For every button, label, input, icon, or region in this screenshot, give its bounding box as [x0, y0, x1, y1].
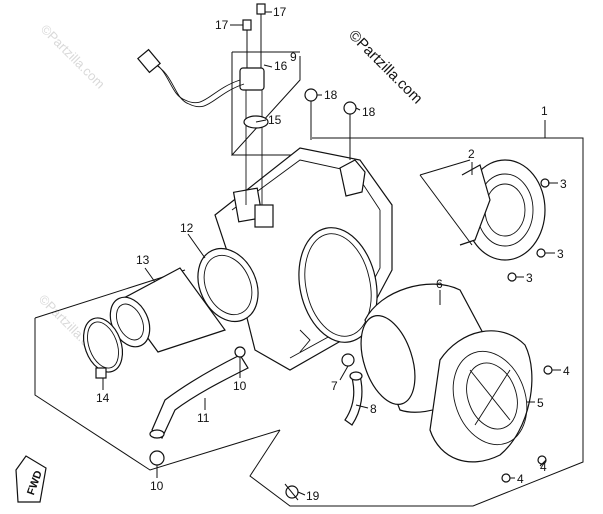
screw-19 — [284, 483, 299, 501]
breather-assembly — [137, 3, 269, 205]
callout-12: 12 — [180, 221, 194, 235]
callout-13: 13 — [136, 253, 150, 267]
svg-text:©Partzilla.com: ©Partzilla.com — [38, 22, 108, 92]
callout-3: 3 — [557, 247, 564, 261]
callout-1: 1 — [541, 104, 548, 118]
callout-19: 19 — [306, 489, 320, 503]
screws-3 — [507, 178, 550, 282]
callout-7: 7 — [331, 379, 338, 393]
clamp-14 — [82, 317, 124, 379]
callout-10: 10 — [233, 379, 247, 393]
callout-11: 11 — [197, 411, 210, 425]
callout-17: 17 — [273, 5, 287, 19]
callout-14: 14 — [96, 391, 110, 405]
filter-guide-2 — [419, 159, 546, 261]
callout-18: 18 — [324, 88, 338, 102]
callout-10: 10 — [150, 479, 164, 493]
drain-tube-8 — [344, 371, 363, 426]
clips — [149, 346, 355, 466]
callout-labels: 1 2 3 3 3 4 4 5 6 7 8 9 10 10 11 12 13 1… — [96, 5, 570, 503]
callout-9: 9 — [290, 50, 297, 64]
callout-15: 15 — [268, 113, 282, 127]
callout-8: 8 — [370, 402, 377, 416]
callout-3: 3 — [526, 271, 533, 285]
callout-6: 6 — [436, 277, 443, 291]
connecting-tube-13 — [109, 247, 259, 353]
drain-tube-11 — [149, 354, 249, 439]
leader-lines — [102, 11, 561, 496]
callout-4: 4 — [517, 472, 524, 486]
callout-16: 16 — [274, 59, 288, 73]
callout-17: 17 — [215, 18, 229, 32]
callout-4: 4 — [540, 460, 547, 474]
fwd-arrow-icon: FWD — [15, 455, 47, 503]
callout-3: 3 — [560, 177, 567, 191]
callout-2: 2 — [468, 147, 475, 161]
callout-5: 5 — [537, 396, 544, 410]
callout-18: 18 — [362, 105, 376, 119]
watermark-main: ©Partzilla.com — [345, 27, 426, 108]
callout-4: 4 — [563, 364, 570, 378]
air-cleaner-case — [214, 147, 393, 371]
